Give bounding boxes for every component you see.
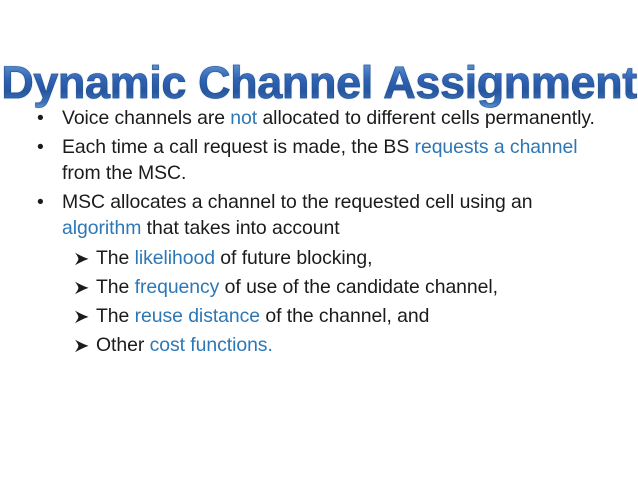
dot-bullet-icon: • bbox=[37, 135, 44, 158]
list-item: • Voice channels are not allocated to dif… bbox=[28, 105, 616, 132]
body-text: allocated to different cells permanently… bbox=[257, 107, 595, 129]
page-title: Dynamic Channel Assignment bbox=[0, 54, 638, 112]
sub-bullet-list: The likelihood of future blocking,The fr… bbox=[28, 244, 616, 360]
list-item: The likelihood of future blocking, bbox=[28, 244, 616, 273]
list-item: The frequency of use of the candidate ch… bbox=[28, 273, 616, 302]
list-item-text: The reuse distance of the channel, and bbox=[96, 305, 429, 327]
highlighted-text: frequency bbox=[134, 275, 220, 298]
arrow-bullet-icon bbox=[74, 331, 92, 360]
body-text: that takes into account bbox=[141, 217, 340, 239]
body-text: MSC allocates a channel to the requested… bbox=[62, 190, 533, 213]
body-text: of use of the candidate channel, bbox=[219, 275, 498, 298]
highlighted-text: algorithm bbox=[62, 217, 142, 239]
body-text: Other bbox=[96, 333, 150, 356]
highlighted-text: likelihood bbox=[134, 246, 215, 269]
bullet-list: • Voice channels are not allocated to dif… bbox=[28, 105, 616, 242]
body-text: Each time a call request is made, the BS bbox=[62, 135, 415, 158]
body-text: of the channel, and bbox=[260, 304, 430, 327]
list-item: The reuse distance of the channel, and bbox=[28, 302, 616, 331]
body-text: Voice channels are bbox=[62, 107, 231, 129]
list-item-text: Each time a call request is made, the BS… bbox=[62, 136, 578, 185]
body-text: of future blocking, bbox=[214, 246, 373, 269]
list-item-text: The likelihood of future blocking, bbox=[96, 247, 372, 269]
arrow-bullet-icon bbox=[74, 273, 92, 302]
arrow-bullet-icon bbox=[74, 244, 92, 273]
highlighted-text: requests a channel bbox=[414, 135, 578, 158]
dot-bullet-icon: • bbox=[37, 107, 44, 129]
list-item: • Each time a call request is made, the B… bbox=[28, 134, 616, 187]
list-item-text: Voice channels are not allocated to diff… bbox=[62, 107, 595, 129]
list-item: Other cost functions. bbox=[28, 331, 616, 360]
body-text: The bbox=[96, 275, 135, 298]
body-text: The bbox=[96, 304, 135, 327]
list-item-text: The frequency of use of the candidate ch… bbox=[96, 276, 498, 298]
highlighted-text: not bbox=[230, 107, 258, 129]
body-text: from the MSC. bbox=[62, 162, 187, 184]
highlighted-text: cost functions. bbox=[149, 333, 273, 356]
list-item: • MSC allocates a channel to the requeste… bbox=[28, 189, 616, 242]
dot-bullet-icon: • bbox=[37, 190, 44, 213]
highlighted-text: reuse distance bbox=[134, 304, 261, 327]
list-item-text: MSC allocates a channel to the requested… bbox=[62, 191, 533, 240]
slide-body: • Voice channels are not allocated to dif… bbox=[28, 105, 616, 360]
list-item-text: Other cost functions. bbox=[96, 334, 273, 356]
body-text: The bbox=[96, 246, 135, 269]
arrow-bullet-icon bbox=[74, 302, 92, 331]
